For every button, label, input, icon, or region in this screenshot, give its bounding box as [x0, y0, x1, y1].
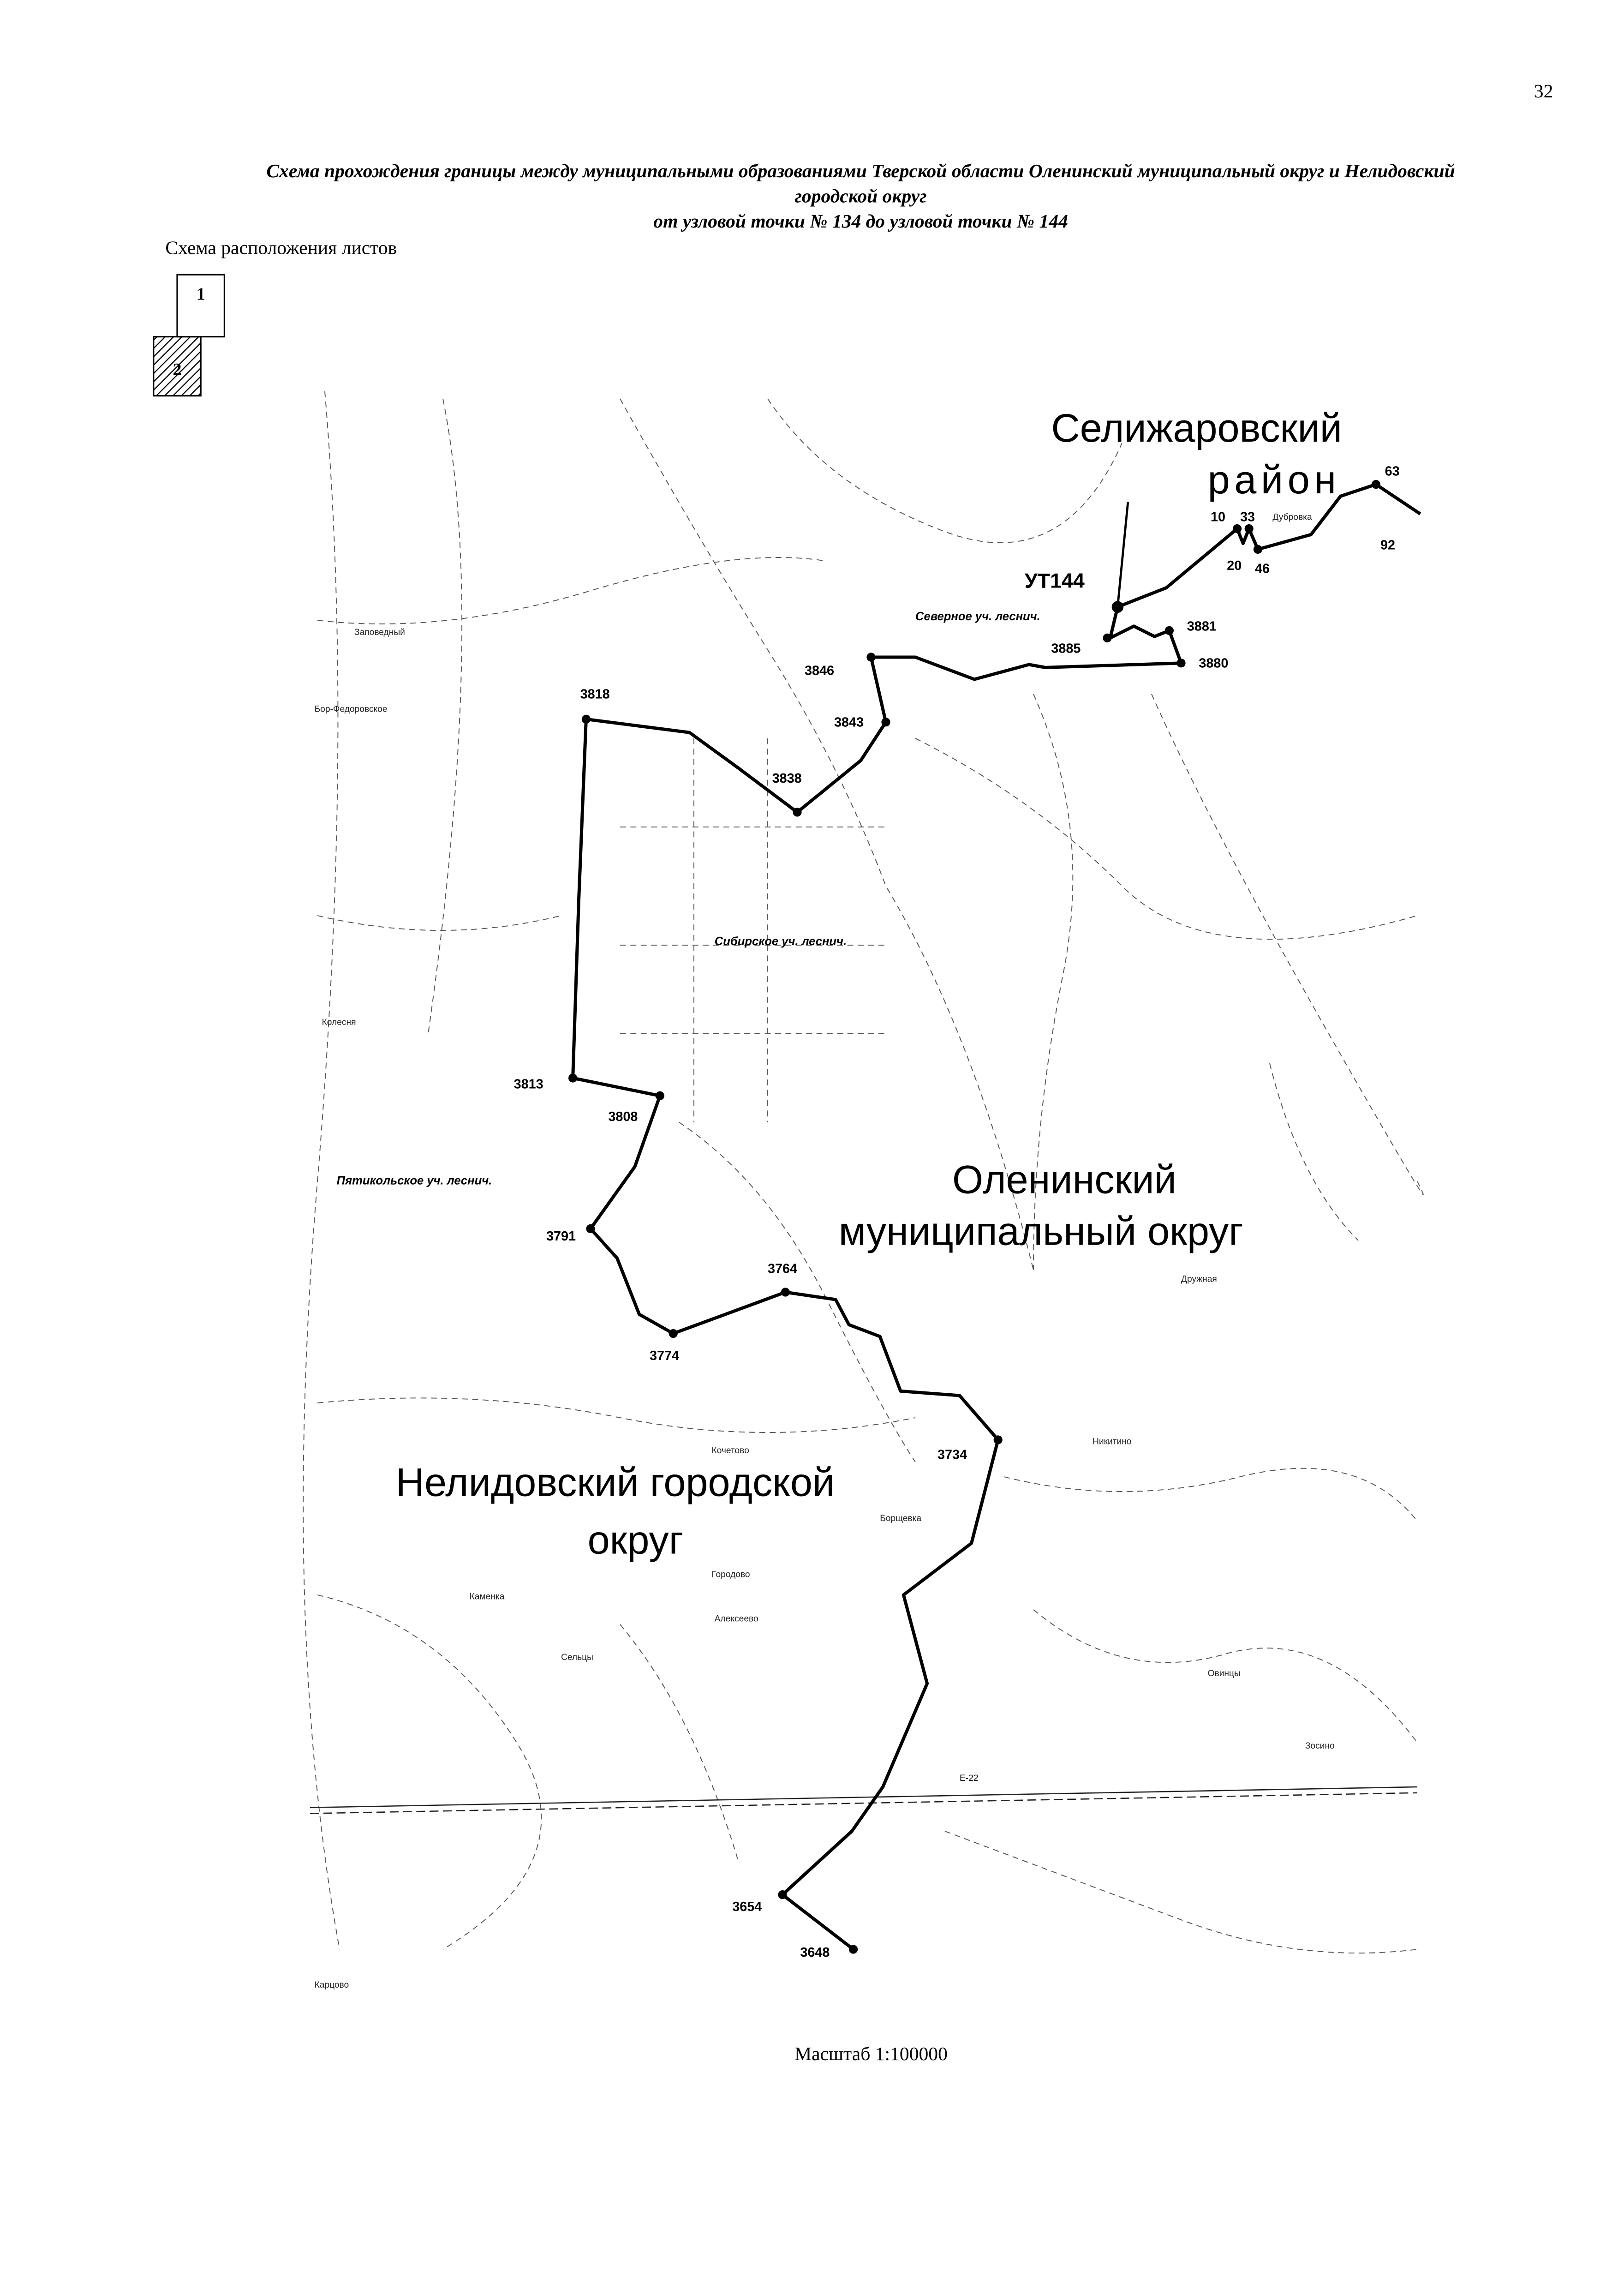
- place-kamenka: Каменка: [470, 1592, 505, 1602]
- title-line-2: городской округ: [795, 185, 927, 206]
- point-3791: 3791: [546, 1229, 576, 1244]
- region-nelidovo-line1: Нелидовский городской: [396, 1461, 835, 1505]
- sheet-1-label: 1: [197, 285, 205, 304]
- sheet-2-label: 2: [173, 360, 181, 379]
- point-3885: 3885: [1051, 641, 1081, 656]
- point-3808: 3808: [608, 1109, 638, 1124]
- region-olenino-line2: муниципальный округ: [839, 1210, 1243, 1254]
- place-labels: Заповедный Бор-Федоровское Колесня Дружн…: [315, 512, 1335, 1990]
- point-3764: 3764: [768, 1261, 797, 1276]
- point-33: 33: [1240, 510, 1255, 525]
- boundary-line: [571, 483, 1421, 1951]
- point-20: 20: [1227, 558, 1242, 573]
- point-10: 10: [1211, 510, 1225, 525]
- map-background-lines: [303, 391, 1424, 1953]
- forestry-sibirskoe: Сибирское уч. леснич.: [715, 935, 847, 948]
- point-3838: 3838: [772, 771, 802, 786]
- place-kolesnya: Колесня: [322, 1018, 356, 1027]
- ut144-leader: [1116, 502, 1129, 607]
- point-labels: УТ144 63 10 33 20 46 92 3881 3880 3885 3…: [514, 464, 1400, 1960]
- page-number: 32: [1534, 80, 1553, 102]
- place-nikitino: Никитино: [1093, 1437, 1131, 1447]
- point-3881: 3881: [1187, 619, 1217, 634]
- place-kochetovo: Кочетово: [711, 1446, 749, 1456]
- point-3813: 3813: [514, 1077, 543, 1091]
- title-line-3: от узловой точки № 134 до узловой точки …: [653, 210, 1068, 232]
- region-selizharovo-line1: Селижаровский: [1051, 406, 1342, 450]
- place-kartsovo: Карцово: [315, 1980, 349, 1990]
- region-olenino-line1: Оленинский: [952, 1158, 1176, 1202]
- point-3846: 3846: [805, 663, 834, 678]
- place-borshchevka: Борщевка: [880, 1514, 921, 1523]
- place-seltsy: Сельцы: [561, 1653, 593, 1662]
- boundary-vertices: [568, 480, 1380, 1954]
- point-3880: 3880: [1199, 656, 1228, 671]
- sheet-layout-label: Схема расположения листов: [165, 237, 397, 258]
- point-3843: 3843: [834, 715, 864, 730]
- point-92: 92: [1380, 538, 1395, 552]
- point-3734: 3734: [937, 1448, 967, 1462]
- place-dubrovka: Дубровка: [1272, 512, 1312, 522]
- place-druzhnaya: Дружная: [1181, 1275, 1217, 1284]
- place-borfedorovskoe: Бор-Федоровское: [315, 704, 388, 714]
- sheet-index: 1 2: [153, 274, 226, 397]
- point-46: 46: [1255, 562, 1270, 576]
- place-zosino: Зосино: [1305, 1741, 1335, 1751]
- title-line-1: Схема прохождения границы между муниципа…: [266, 160, 1455, 181]
- region-selizharovo-line2: район: [1208, 458, 1341, 502]
- place-ovintsy: Овинцы: [1208, 1669, 1241, 1678]
- point-3774: 3774: [650, 1348, 679, 1363]
- point-63: 63: [1385, 464, 1400, 479]
- railway-road: [310, 1786, 1418, 1814]
- sheet-1-box[interactable]: [176, 274, 226, 338]
- sheet-2-box-current[interactable]: [153, 336, 202, 397]
- scale-label: Масштаб 1:100000: [794, 2043, 948, 2064]
- point-3648: 3648: [800, 1945, 830, 1960]
- road-label: Е-22: [960, 1774, 979, 1783]
- map-area: Е-22 Селижаровский район Оленинский муни…: [303, 391, 1424, 1990]
- region-nelidovo-line2: округ: [588, 1518, 684, 1562]
- node-ut144: УТ144: [1025, 569, 1085, 593]
- place-zapovedny: Заповедный: [354, 628, 405, 637]
- point-3818: 3818: [580, 687, 610, 702]
- forestry-pyatnitskoe: Пятикольское уч. леснич.: [337, 1174, 492, 1187]
- place-gorodovo: Городово: [711, 1570, 750, 1580]
- forestry-severnoe: Северное уч. леснич.: [915, 610, 1040, 623]
- region-labels: Селижаровский район Оленинский муниципал…: [396, 406, 1342, 1563]
- place-alekseevo: Алексеево: [715, 1614, 758, 1624]
- point-3654: 3654: [732, 1900, 762, 1914]
- forestry-labels: Северное уч. леснич. Сибирское уч. лесни…: [337, 610, 1040, 1187]
